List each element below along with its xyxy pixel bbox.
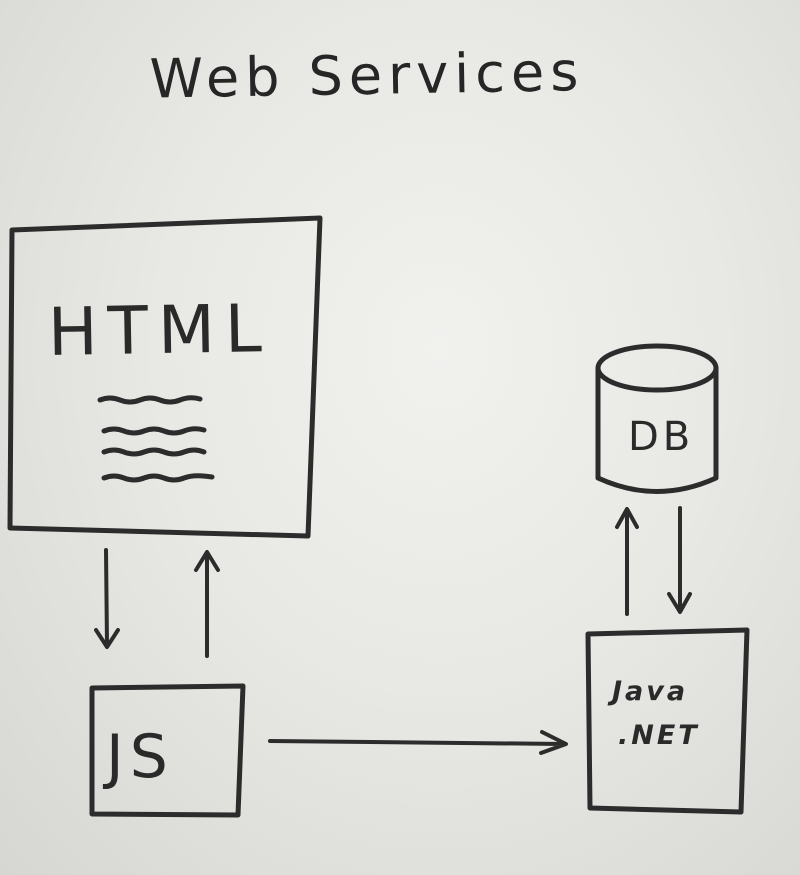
html-box — [7, 215, 323, 539]
server-node-label-java: Java — [612, 676, 689, 707]
server-node-label-net: .NET — [618, 720, 700, 751]
arrow-db-to-server — [667, 506, 692, 614]
js-node-label: JS — [106, 722, 174, 792]
server-box — [585, 627, 750, 815]
html-text-line — [101, 447, 207, 457]
arrow-js-to-server — [268, 730, 568, 755]
js-box — [89, 683, 246, 818]
html-text-line — [97, 395, 203, 405]
db-cylinder-top — [595, 343, 719, 393]
html-node-label: HTML — [47, 290, 273, 371]
arrow-js-to-html — [194, 550, 220, 658]
diagram-title: Web Services — [149, 40, 585, 111]
html-text-line — [101, 473, 215, 483]
db-node-label: DB — [628, 414, 695, 460]
arrow-server-to-db — [615, 507, 639, 616]
html-text-line — [101, 426, 207, 436]
arrow-html-to-js — [94, 548, 120, 649]
db-cylinder-body — [595, 365, 719, 494]
